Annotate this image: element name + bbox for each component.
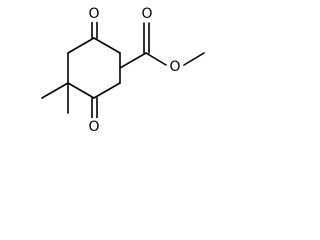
label-mask-ester-carbonyl-o [139, 6, 155, 22]
ester-o-bond [145, 52, 167, 66]
ester-carbonyl-oxygen: O [141, 6, 152, 22]
ring-c4-c5 [93, 82, 121, 99]
ester-attach-bond [119, 52, 147, 69]
ring-c5-c6 [67, 82, 95, 99]
ester-ether-oxygen: O [169, 59, 180, 75]
ring-c2-c3 [93, 37, 121, 54]
molecule-final: O O O O [0, 0, 220, 148]
methoxy-bond [183, 52, 205, 66]
label-mask-ester-ether-o [167, 58, 183, 74]
label-mask-bottom-o [86, 118, 102, 134]
ketone-top-oxygen: O [88, 6, 99, 22]
label-mask-top-o [86, 6, 102, 22]
ketone-bottom-oxygen: O [88, 119, 99, 135]
structure-diagram: O O O O [0, 0, 220, 148]
ring-c1-c2 [67, 37, 95, 54]
methyl-1-bond [41, 82, 69, 99]
